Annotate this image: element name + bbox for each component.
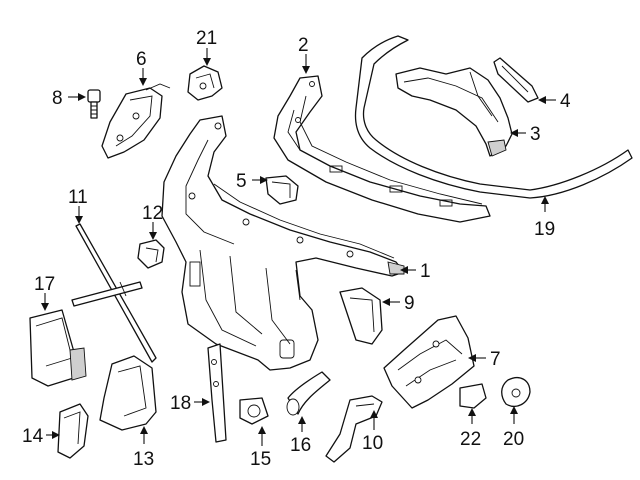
part-19-seal-strip: [354, 35, 633, 199]
part-2-upper-support: [273, 75, 491, 223]
callout-14: 14: [22, 426, 44, 447]
callout-20: 20: [503, 429, 524, 450]
callout-7: 7: [490, 349, 501, 370]
main-radiator-support: [161, 115, 405, 371]
part-11-prop-rod: [71, 223, 157, 363]
callout-11: 11: [68, 187, 88, 208]
part-17-control-module: [29, 309, 87, 387]
callout-21: 21: [196, 28, 217, 49]
callout-12: 12: [142, 203, 163, 224]
part-7-bracket: [383, 315, 475, 409]
part-5-clip: [265, 175, 299, 205]
callout-22: 22: [460, 429, 481, 450]
callout-16: 16: [290, 435, 311, 456]
callout-15: 15: [250, 449, 271, 470]
callout-18: 18: [170, 393, 191, 414]
part-13-air-guide: [99, 355, 157, 431]
part-9-bracket: [339, 287, 383, 345]
part-14-air-guide: [57, 403, 89, 459]
part-3-air-duct: [395, 67, 513, 157]
callout-pointers: [41, 48, 556, 446]
callout-1: 1: [420, 261, 431, 282]
callout-19: 19: [534, 219, 555, 240]
callout-13: 13: [133, 449, 154, 470]
part-18-bracket-strip: [207, 343, 227, 443]
callout-10: 10: [362, 433, 383, 454]
part-4-bracket: [493, 57, 539, 103]
part-6-lock-bracket: [101, 83, 171, 159]
part-8-bolt: [87, 89, 101, 119]
callout-2: 2: [298, 35, 309, 56]
part-20-bracket: [501, 377, 531, 407]
part-10-bracket: [325, 395, 383, 463]
callout-8: 8: [52, 88, 63, 109]
callout-6: 6: [136, 49, 147, 70]
callout-17: 17: [34, 274, 55, 295]
part-16-hose: [286, 371, 331, 416]
callout-3: 3: [530, 124, 541, 145]
part-21-bracket: [187, 65, 223, 101]
part-12-bracket: [137, 239, 165, 269]
callout-5: 5: [236, 171, 247, 192]
part-22-clip: [459, 383, 487, 409]
callout-9: 9: [404, 293, 415, 314]
callout-labels: 1 2 3 4 5 6 7 8 9 10 11 12 13 14 15 16 1…: [22, 28, 571, 470]
part-15-grommet: [239, 397, 269, 425]
callout-4: 4: [560, 91, 571, 112]
